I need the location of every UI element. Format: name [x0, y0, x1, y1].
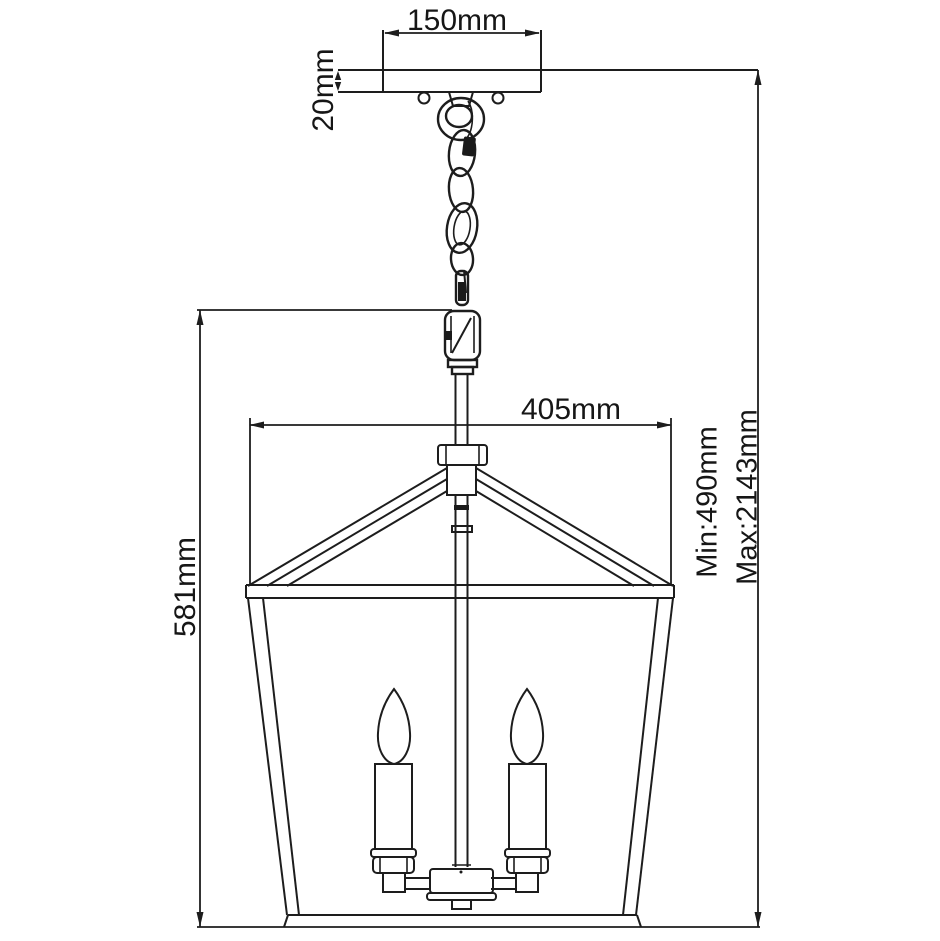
- lantern-height-label: 581mm: [169, 536, 202, 638]
- center-hub: [426, 864, 497, 910]
- dim-150mm: [384, 29, 540, 37]
- canopy-stem: [447, 91, 475, 107]
- flame-right: [509, 687, 545, 766]
- socket-body-right: [506, 856, 549, 874]
- lantern-top-band: [245, 584, 675, 599]
- chain-pin: [454, 269, 470, 307]
- canopy-screw-right: [491, 91, 505, 105]
- stem-rod-lower: [451, 495, 473, 867]
- flame-left: [376, 687, 412, 766]
- socket-ring-right: [504, 848, 551, 858]
- chain-pin-sleeve: [458, 282, 466, 301]
- canopy-width-label: 150mm: [406, 4, 508, 37]
- swivel-neck-lower: [450, 365, 475, 376]
- max-drop-label: Max:2143mm: [731, 409, 764, 585]
- candle-sleeve-right: [508, 763, 547, 850]
- roof-struts: [247, 467, 674, 587]
- chain-link: [449, 241, 475, 277]
- dim-min-max: [197, 70, 762, 928]
- candle-right: [491, 687, 551, 893]
- chain: [445, 128, 479, 307]
- rod-coupler: [451, 525, 473, 533]
- canopy-thickness-label: 20mm: [307, 48, 340, 132]
- stem-rod-upper: [454, 374, 469, 445]
- min-drop-label: Min:490mm: [691, 426, 724, 578]
- socket-body-left: [372, 856, 415, 874]
- hanging-ring: [436, 96, 486, 142]
- lantern-bottom-band: [283, 914, 642, 928]
- dim-20mm: [334, 71, 342, 91]
- roof-hub: [446, 464, 477, 496]
- arm-coupler-right: [515, 872, 539, 893]
- socket-ring-left: [370, 848, 417, 858]
- arm-coupler-left: [382, 872, 406, 893]
- chain-link: [447, 128, 477, 178]
- chain-link: [452, 210, 472, 246]
- lantern-sides: [247, 597, 674, 916]
- dim-581mm: [196, 309, 452, 927]
- swivel-hook: [443, 309, 482, 376]
- dim-405mm: [249, 418, 672, 585]
- finial-cap: [437, 444, 488, 466]
- chain-clasp: [462, 136, 476, 157]
- lantern-width-label: 405mm: [520, 393, 622, 426]
- candle-sleeve-left: [374, 763, 413, 850]
- candle-left: [370, 687, 430, 893]
- ceiling-plate: [338, 30, 758, 107]
- canopy-screw-left: [417, 91, 431, 105]
- chain-link: [445, 201, 479, 255]
